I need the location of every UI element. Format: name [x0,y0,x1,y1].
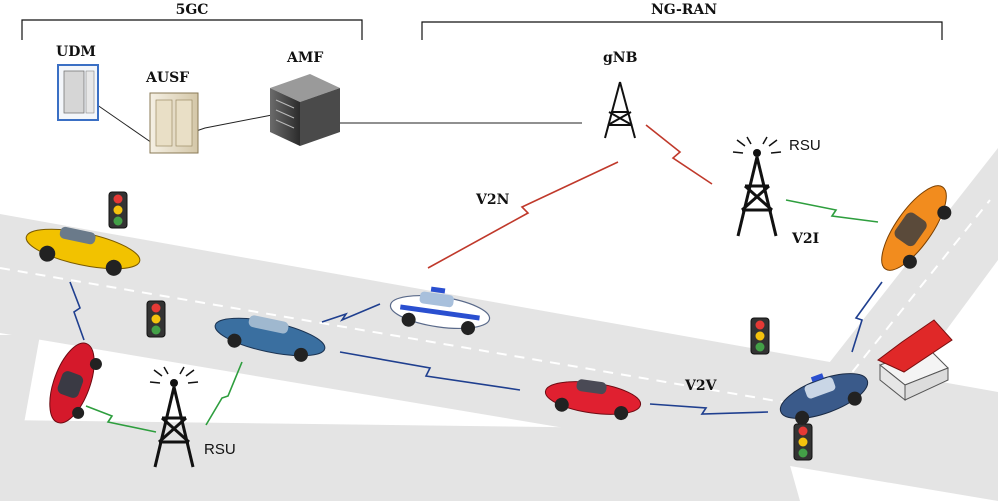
lane-marking-main [0,267,801,406]
v2v-label: V2V [684,378,718,394]
ran-title: NG-RAN [651,2,717,18]
v2n-link [427,161,619,269]
rsu-right-label: RSU [789,137,821,154]
lane-marking-side [829,199,991,401]
core-title: 5GC [176,2,209,18]
main-road [0,214,998,501]
amf-server-icon [270,74,340,146]
core-bracket [21,19,363,40]
red-coupe-icon [544,379,642,421]
gnb-label: gNB [603,50,638,66]
road-network [0,148,998,501]
yellow-car-icon [25,226,141,276]
traffic-light-icon [750,317,770,355]
blue-classic-car-icon [214,315,326,362]
v2i-link-left-b [205,361,243,426]
ausf-server-icon [149,92,199,154]
udm-label: UDM [56,44,96,60]
rsu-tower-right-icon [732,136,782,237]
v2v-link-center [321,303,381,323]
v2v-link-right [649,403,769,415]
rsu-tower-left-icon [149,366,199,468]
ran-bracket [421,21,943,40]
traffic-light-icon [146,300,166,338]
v2v-link-long [339,351,521,391]
police-suv-icon [779,373,869,425]
amf-label: AMF [286,50,323,66]
road-bottom-fill [0,420,800,501]
traffic-light-icon [793,423,813,461]
red-sports-car-icon [49,342,102,424]
traffic-light-icon [108,191,128,229]
v2n-label: V2N [475,192,510,208]
orange-car-icon [881,185,952,271]
v2i-label: V2I [791,231,819,247]
v2i-link-right [785,199,879,223]
udm-server-icon [57,64,99,121]
gnb-tower-icon [604,81,636,139]
wireless-links [69,124,883,433]
gnb-rsu-link [645,124,713,185]
ausf-label: AUSF [145,70,189,86]
v2i-link-left-a [85,405,157,433]
v2v-link-diagonal [851,281,883,353]
v2v-link-left [69,281,85,341]
police-car-icon [389,286,491,336]
house-icon [877,319,953,402]
rsu-left-label: RSU [204,441,236,458]
